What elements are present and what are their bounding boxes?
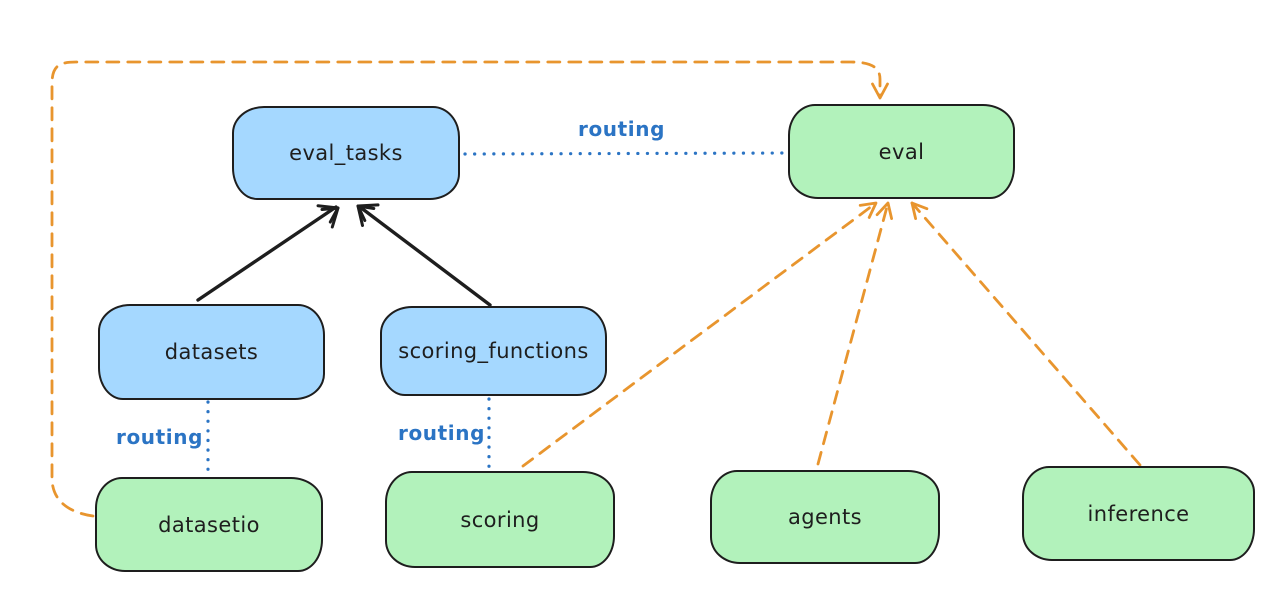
node-eval-label: eval <box>878 139 925 164</box>
node-inference: inference <box>1022 466 1255 561</box>
node-agents: agents <box>710 470 940 564</box>
node-eval: eval <box>788 104 1015 199</box>
node-agents-label: agents <box>787 505 862 529</box>
edge-agents-to-eval-dashed-arrow <box>816 201 893 466</box>
routing-label-scoring-functions-scoring: routing <box>398 421 486 445</box>
edge-scoring-functions-to-eval-tasks-arrow <box>356 203 492 307</box>
routing-label-eval-tasks-eval: routing <box>578 117 666 141</box>
node-scoring-functions: scoring_functions <box>380 306 607 396</box>
node-eval-tasks: eval_tasks <box>232 106 460 200</box>
node-datasetio-label: datasetio <box>158 512 260 537</box>
node-datasets: datasets <box>98 304 325 400</box>
node-scoring-functions-label: scoring_functions <box>398 339 589 363</box>
node-scoring-label: scoring <box>460 507 540 532</box>
node-scoring: scoring <box>385 471 615 568</box>
node-eval-tasks-label: eval_tasks <box>289 141 403 165</box>
node-datasetio: datasetio <box>95 477 323 572</box>
edge-eval-tasks-to-eval-dotted <box>463 151 788 156</box>
edge-inference-to-eval-dashed-arrow <box>910 201 1142 467</box>
edge-datasets-to-eval-tasks-arrow <box>196 204 340 302</box>
routing-label-datasets-datasetio: routing <box>116 425 204 449</box>
node-datasets-label: datasets <box>164 340 259 364</box>
node-inference-label: inference <box>1087 501 1190 526</box>
